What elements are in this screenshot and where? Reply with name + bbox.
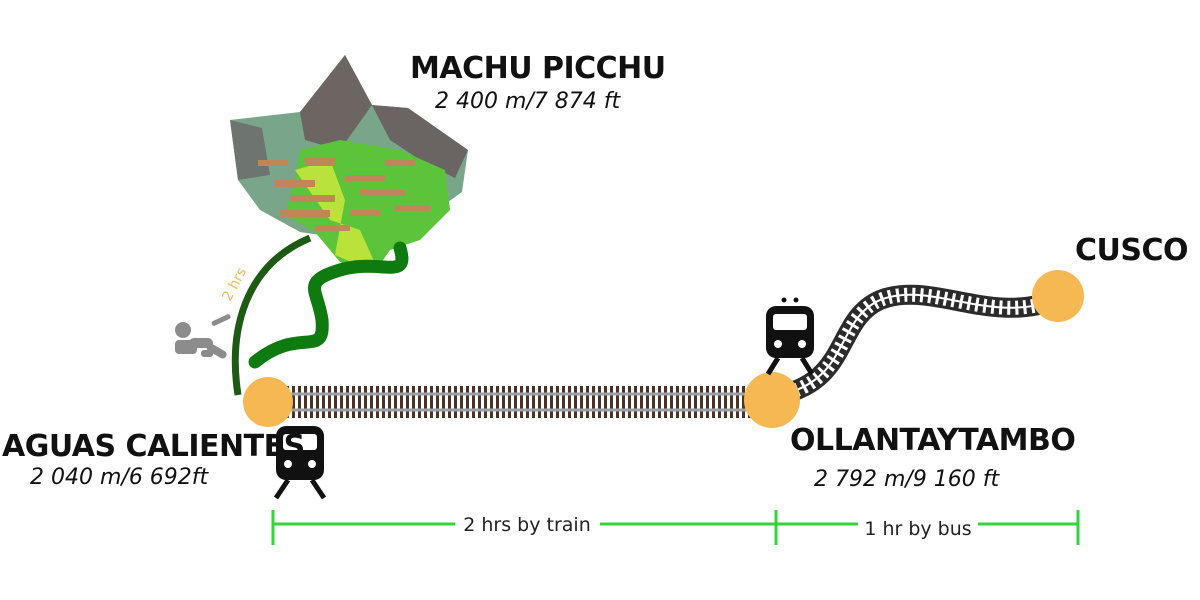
railway-tie bbox=[424, 386, 427, 418]
railway-tie bbox=[598, 386, 601, 418]
railway-tie bbox=[658, 386, 661, 418]
railway-tie bbox=[400, 386, 403, 418]
railway-tie bbox=[310, 386, 313, 418]
railway-tie bbox=[418, 386, 421, 418]
railway-tie bbox=[340, 386, 343, 418]
aguas-calientes-node bbox=[243, 377, 293, 427]
railway-tie bbox=[688, 386, 691, 418]
railway-tie bbox=[514, 386, 517, 418]
railway-tie bbox=[610, 386, 613, 418]
railway-tie bbox=[592, 386, 595, 418]
railway-tie bbox=[322, 386, 325, 418]
railway-tie bbox=[496, 386, 499, 418]
railway-tie bbox=[544, 386, 547, 418]
hike-trail-path bbox=[231, 234, 312, 396]
railway-tie bbox=[580, 386, 583, 418]
railway-tie bbox=[478, 386, 481, 418]
railway-tie bbox=[502, 386, 505, 418]
railway-tie bbox=[334, 386, 337, 418]
cusco-title: CUSCO bbox=[1075, 233, 1188, 268]
railway-tie bbox=[538, 386, 541, 418]
railway-tie bbox=[742, 386, 745, 418]
train-duration-label: 2 hrs by train bbox=[463, 514, 591, 536]
railway-tie bbox=[436, 386, 439, 418]
railway-tie bbox=[532, 386, 535, 418]
railway-tie bbox=[358, 386, 361, 418]
machu-picchu-mountain-icon bbox=[230, 55, 468, 272]
railway-tie bbox=[712, 386, 715, 418]
railway-tie bbox=[364, 386, 367, 418]
railway-tie bbox=[676, 386, 679, 418]
railway-tie bbox=[604, 386, 607, 418]
railway-tie bbox=[406, 386, 409, 418]
hiker-icon bbox=[175, 314, 231, 359]
railway-tie bbox=[412, 386, 415, 418]
aguas-calientes-elevation: 2 040 m/6 692ft bbox=[30, 465, 210, 490]
cusco-node bbox=[1032, 270, 1084, 322]
winding-road-path bbox=[248, 241, 409, 369]
railway-tie bbox=[304, 386, 307, 418]
railway-tie bbox=[574, 386, 577, 418]
railway-tie bbox=[706, 386, 709, 418]
ollantaytambo-title: OLLANTAYTAMBO bbox=[790, 423, 1075, 458]
railway-tie bbox=[370, 386, 373, 418]
railway-tie bbox=[376, 386, 379, 418]
railway-tie bbox=[664, 386, 667, 418]
railway-tie bbox=[718, 386, 721, 418]
railway-tie bbox=[586, 386, 589, 418]
ollantaytambo-node bbox=[744, 372, 800, 428]
bus-duration-bar bbox=[776, 510, 1080, 545]
railway-tie bbox=[622, 386, 625, 418]
machu-picchu-title: MACHU PICCHU bbox=[410, 51, 666, 86]
railway-tie bbox=[730, 386, 733, 418]
railway-tie bbox=[694, 386, 697, 418]
railway-tie bbox=[442, 386, 445, 418]
railway-tie bbox=[484, 386, 487, 418]
railway-tie bbox=[292, 386, 295, 418]
railway-tie bbox=[328, 386, 331, 418]
train-icon bbox=[765, 297, 815, 376]
railway-tie bbox=[448, 386, 451, 418]
railway-tie bbox=[568, 386, 571, 418]
train-duration-bar bbox=[271, 510, 778, 545]
railway-tie bbox=[670, 386, 673, 418]
railway-tie bbox=[298, 386, 301, 418]
railway-tie bbox=[634, 386, 637, 418]
railway-tie bbox=[562, 386, 565, 418]
railway-tie bbox=[352, 386, 355, 418]
road-tire-track bbox=[777, 284, 1059, 405]
railway-tie bbox=[382, 386, 385, 418]
railway-tie bbox=[394, 386, 397, 418]
ollantaytambo-elevation: 2 792 m/9 160 ft bbox=[814, 467, 1001, 492]
railway-tie bbox=[556, 386, 559, 418]
railway-tie bbox=[316, 386, 319, 418]
train-icon bbox=[273, 426, 327, 500]
railway-tie bbox=[526, 386, 529, 418]
railway-tie bbox=[472, 386, 475, 418]
railway-tie bbox=[700, 386, 703, 418]
railway-tie bbox=[346, 386, 349, 418]
railway-tie bbox=[430, 386, 433, 418]
railway-tie bbox=[652, 386, 655, 418]
railway-tie bbox=[736, 386, 739, 418]
railway-tie bbox=[628, 386, 631, 418]
railway-tie bbox=[388, 386, 391, 418]
machu-picchu-elevation: 2 400 m/7 874 ft bbox=[435, 89, 622, 114]
railway-tie bbox=[550, 386, 553, 418]
railway-tie bbox=[454, 386, 457, 418]
railway-tie bbox=[616, 386, 619, 418]
bus-duration-label: 1 hr by bus bbox=[864, 518, 971, 540]
railway-tie bbox=[466, 386, 469, 418]
railway-tie bbox=[724, 386, 727, 418]
railway-tie bbox=[682, 386, 685, 418]
railway-tie bbox=[490, 386, 493, 418]
railway-tie bbox=[508, 386, 511, 418]
railway-tie bbox=[520, 386, 523, 418]
railway-track bbox=[265, 386, 775, 418]
aguas-calientes-title: AGUAS CALIENTES bbox=[2, 429, 305, 464]
railway-tie bbox=[646, 386, 649, 418]
railway-tie bbox=[460, 386, 463, 418]
railway-tie bbox=[640, 386, 643, 418]
